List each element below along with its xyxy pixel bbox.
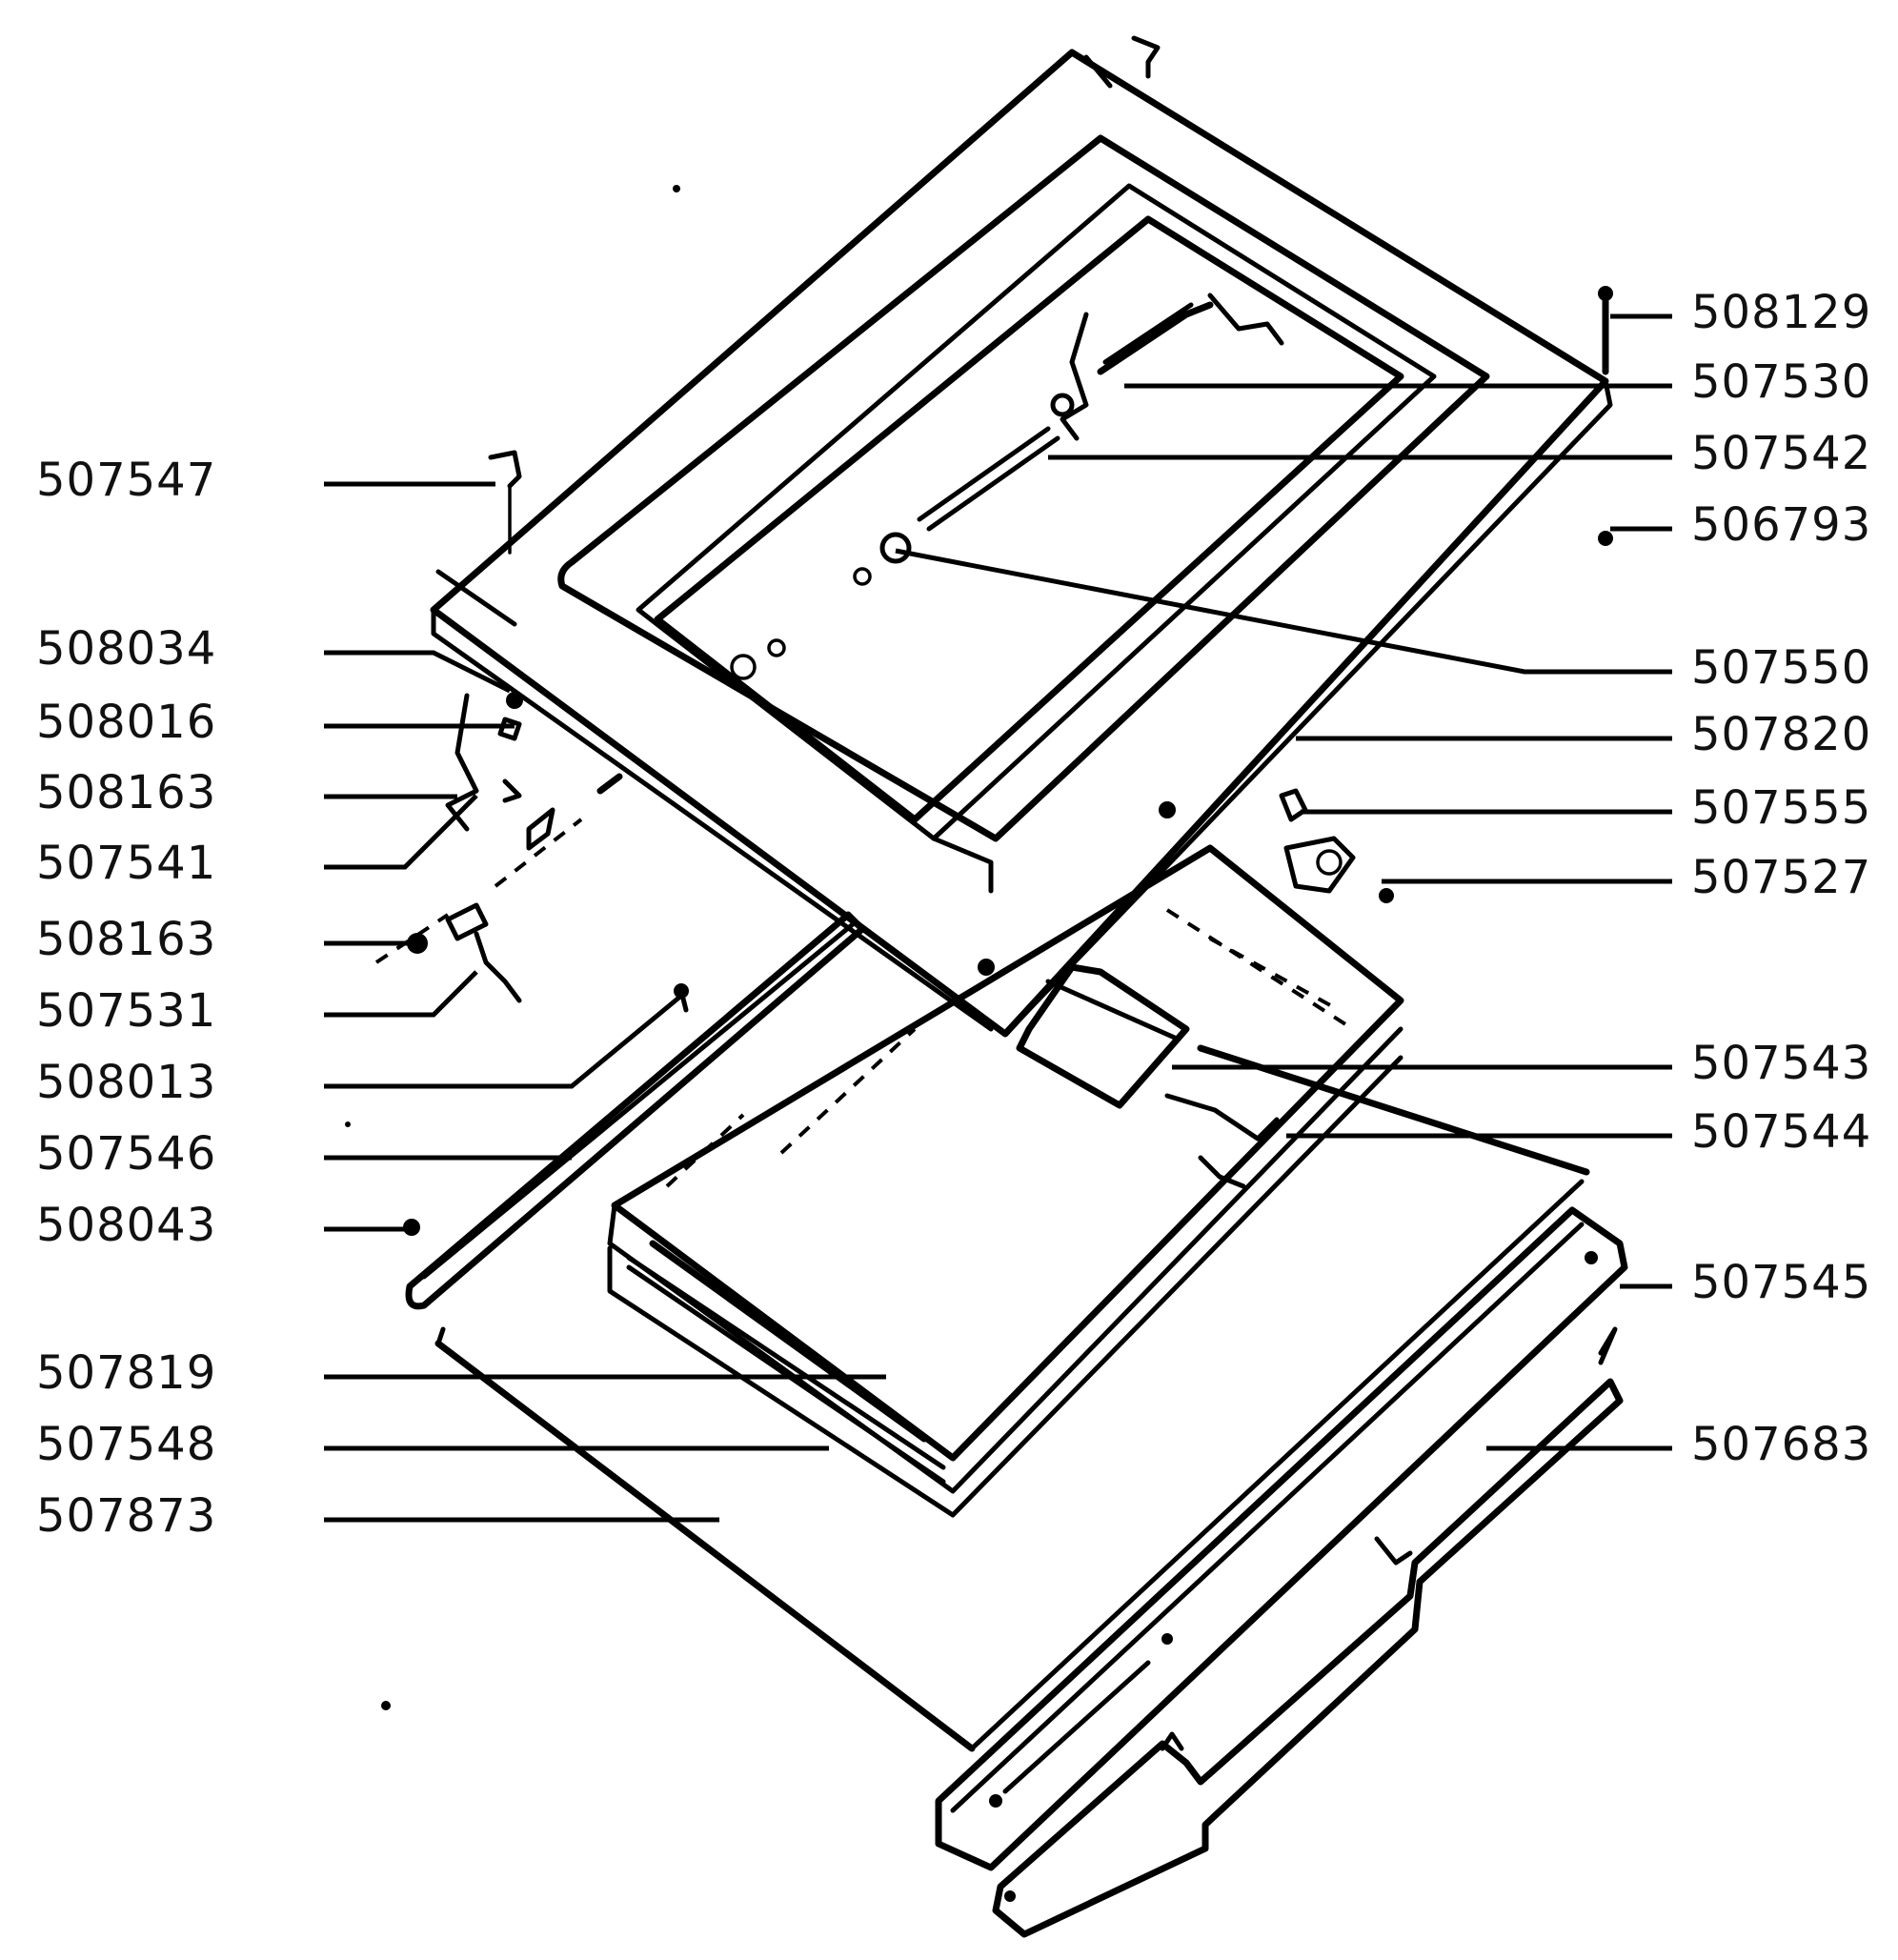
- part-label: 507544: [1691, 1105, 1871, 1159]
- part-label: 507530: [1691, 355, 1871, 409]
- part-label: 507819: [36, 1346, 216, 1400]
- latch-parts: [1279, 788, 1394, 903]
- stray-dot: [345, 1121, 351, 1127]
- door-outer-frame: [430, 49, 1613, 1038]
- screw-pins: [978, 35, 1613, 976]
- part-label: 508043: [36, 1199, 216, 1252]
- part-label: 508163: [36, 913, 216, 966]
- stray-dot: [381, 1701, 391, 1710]
- handle-bar: [992, 1326, 1624, 1938]
- left-rail: [403, 911, 866, 1310]
- part-label: 507548: [36, 1418, 216, 1471]
- part-label: 508129: [1691, 286, 1871, 339]
- hinge-spring-parts: [374, 450, 623, 1003]
- part-label: 507683: [1691, 1418, 1871, 1471]
- part-label: 507547: [36, 454, 216, 507]
- part-label: 507543: [1691, 1037, 1871, 1090]
- part-label: 506793: [1691, 498, 1871, 552]
- bottom-rail: [935, 1206, 1628, 1871]
- part-label: 507541: [36, 837, 216, 890]
- part-label: 507873: [36, 1489, 216, 1543]
- part-label: 507542: [1691, 427, 1871, 480]
- part-label: 507546: [36, 1127, 216, 1181]
- part-label: 508034: [36, 622, 216, 676]
- glass-panel-stack: [607, 844, 1404, 1518]
- right-part-labels: 508129 507530 507542 506793 507550 50782…: [1691, 286, 1871, 1471]
- part-label: 507545: [1691, 1256, 1871, 1309]
- part-label: 508016: [36, 696, 216, 749]
- part-label: 507550: [1691, 641, 1871, 695]
- part-label: 507527: [1691, 851, 1871, 904]
- part-label: 508163: [36, 766, 216, 819]
- part-label: 508013: [36, 1056, 216, 1109]
- part-label: 507820: [1691, 708, 1871, 761]
- handle-pocket: [1016, 963, 1280, 1189]
- part-label: 507531: [36, 984, 216, 1038]
- leader-lines: [324, 313, 1672, 1523]
- left-part-labels: 507547 508034 508016 508163 507541 50816…: [36, 454, 216, 1543]
- door-inner-frame: [557, 134, 1490, 894]
- stray-dot: [673, 185, 680, 192]
- part-label: 507555: [1691, 781, 1871, 835]
- lock-mechanism: [730, 293, 1284, 680]
